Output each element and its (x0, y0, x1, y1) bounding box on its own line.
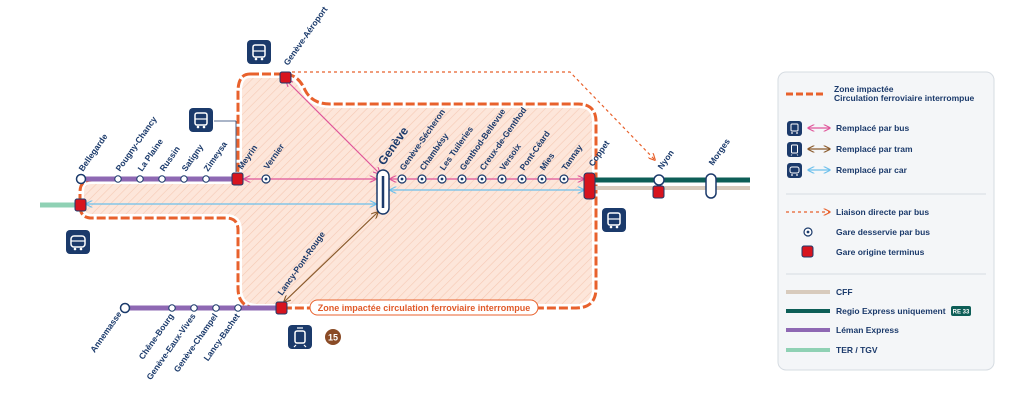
legend-tram-icon (787, 142, 802, 157)
label-geneve-aeroport: Genève-Aéroport (281, 4, 329, 67)
station-nyon[interactable] (653, 174, 665, 186)
station-bellegarde[interactable] (75, 173, 87, 185)
label-bellegarde: Bellegarde (76, 132, 109, 174)
legend-replaced-bus: Remplacé par bus (836, 123, 909, 133)
legend-terminus-swatch (801, 245, 814, 258)
label-morges: Morges (706, 136, 732, 167)
legend-served-by-bus: Gare desservie par bus (836, 227, 930, 237)
station-geneve-champel[interactable] (212, 304, 220, 312)
bus-served-station-tannay[interactable] (559, 174, 569, 184)
tram-link-lancy-geneve (284, 212, 378, 302)
zone-banner (309, 299, 539, 316)
label-nyon: Nyon (655, 148, 675, 171)
label-annemasse: Annemasse (88, 309, 124, 354)
bus-served-station-vernier[interactable] (261, 174, 271, 184)
legend-cff: CFF (836, 287, 853, 297)
legend-zone-line1: Zone impactée (834, 84, 894, 94)
legend-zone-line2: Circulation ferroviaire interrompue (834, 93, 975, 103)
bus-icon (602, 208, 626, 232)
terminus-geneve-aeroport[interactable] (279, 71, 292, 84)
terminus-ter-west[interactable] (74, 198, 87, 212)
terminus-coppet[interactable] (583, 172, 596, 200)
terminus-nyon[interactable] (652, 185, 665, 199)
station-pougny-chancy[interactable] (114, 175, 122, 183)
station-morges[interactable] (705, 173, 717, 199)
tram-line-15-number: 15 (328, 333, 338, 343)
bus-served-station-versoix[interactable] (497, 174, 507, 184)
bus-served-station-creux-de-genthod[interactable] (477, 174, 487, 184)
legend-re-badge-text: RE 33 (953, 310, 970, 316)
bus-link-aeroport-geneve (286, 80, 380, 174)
tram-icon (288, 325, 312, 349)
coach-icon (66, 230, 90, 254)
legend-re-badge (951, 306, 971, 316)
bus-served-station-les-tuileries[interactable] (437, 174, 447, 184)
bus-served-station-genthod-bellevue[interactable] (457, 174, 467, 184)
station-chene-bourg[interactable] (168, 304, 176, 312)
bus-icon (247, 40, 271, 64)
legend-coach-icon (787, 163, 802, 178)
station-russin[interactable] (158, 175, 166, 183)
tram-line-15-badge (325, 329, 341, 345)
legend-ter-tgv: TER / TGV (836, 345, 878, 355)
station-satigny[interactable] (180, 175, 188, 183)
station-annemasse[interactable] (119, 302, 131, 314)
terminus-meyrin[interactable] (231, 172, 244, 186)
legend-origin-terminus: Gare origine terminus (836, 247, 925, 257)
legend-panel (777, 71, 995, 371)
station-la-plaine[interactable] (136, 175, 144, 183)
zone-banner-text: Zone impactée circulation ferroviaire in… (318, 303, 531, 313)
direct-bus-link-aeroport-nyon (292, 71, 655, 160)
legend-regio-express: Regio Express uniquement (836, 306, 946, 316)
station-lancy-bachet[interactable] (234, 304, 242, 312)
label-zimeysa: Zimeysa (201, 139, 229, 173)
legend-leman-express: Léman Express (836, 325, 899, 335)
terminus-lancy-pont-rouge[interactable] (275, 301, 288, 315)
legend-replaced-tram: Remplacé par tram (836, 144, 913, 154)
legend-bus-served-swatch (803, 227, 813, 237)
label-russin: Russin (157, 144, 181, 173)
bus-served-station-chambesy[interactable] (417, 174, 427, 184)
bus-served-station-mies[interactable] (537, 174, 547, 184)
legend: Zone impactée Circulation ferroviaire in… (777, 71, 995, 371)
legend-direct-bus: Liaison directe par bus (836, 207, 929, 217)
bus-served-station-geneve-secheron[interactable] (397, 174, 407, 184)
legend-replaced-car: Remplacé par car (836, 165, 908, 175)
station-zimeysa[interactable] (202, 175, 210, 183)
bus-icon (189, 108, 213, 132)
legend-bus-icon (787, 121, 802, 136)
station-geneve-eaux-vives[interactable] (190, 304, 198, 312)
bus-served-station-pont-ceard[interactable] (517, 174, 527, 184)
